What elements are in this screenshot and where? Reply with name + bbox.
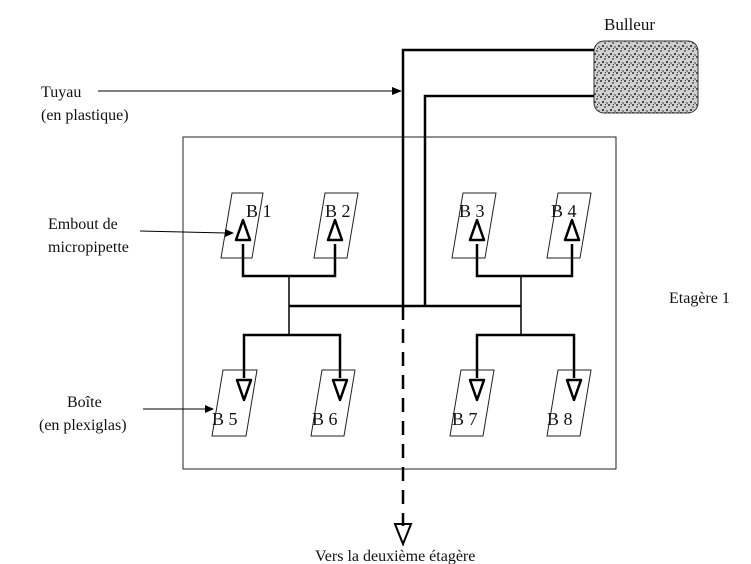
etagere-label: Etagère 1 [669,290,730,307]
bulleur-device [594,41,698,113]
tip-up-b2-icon [328,220,342,240]
tip-down-b7-icon [470,380,484,400]
box-label-b7: B 7 [452,409,478,429]
boite-label-line2: (en plexiglas) [39,417,127,434]
boite-label-line1: Boîte [67,394,102,411]
tuyau-label-line2: (en plastique) [41,107,129,124]
pipe-lower-left [244,335,340,378]
embout-arrowhead-icon [225,229,234,237]
embout-label-line1: Embout de [48,216,118,233]
arrow-down-icon [395,524,411,544]
tip-down-b8-icon [567,380,581,400]
pipe-lower-right [477,335,574,378]
box-label-b1: B 1 [246,201,272,221]
box-label-b3: B 3 [459,201,485,221]
pipe-upper-right [477,244,572,276]
tuyau-arrowhead-icon [392,87,402,95]
tuyau-label-line1: Tuyau [41,84,81,101]
tip-up-b1-icon [236,220,250,240]
box-label-b2: B 2 [325,201,351,221]
box-label-b5: B 5 [212,409,238,429]
tip-up-b4-icon [565,220,579,240]
vers-etagere-label: Vers la deuxième étagère [315,548,475,564]
box-label-b4: B 4 [551,201,577,221]
bulleur-label: Bulleur [604,15,655,34]
tip-up-b3-icon [470,220,484,240]
pipe-upper-left [243,244,335,276]
box-label-b8: B 8 [547,409,573,429]
embout-label-line2: micropipette [48,239,129,256]
tip-down-b5-icon [237,380,251,400]
tip-down-b6-icon [333,380,347,400]
box-label-b6: B 6 [312,409,338,429]
main-tube-1 [403,50,594,306]
